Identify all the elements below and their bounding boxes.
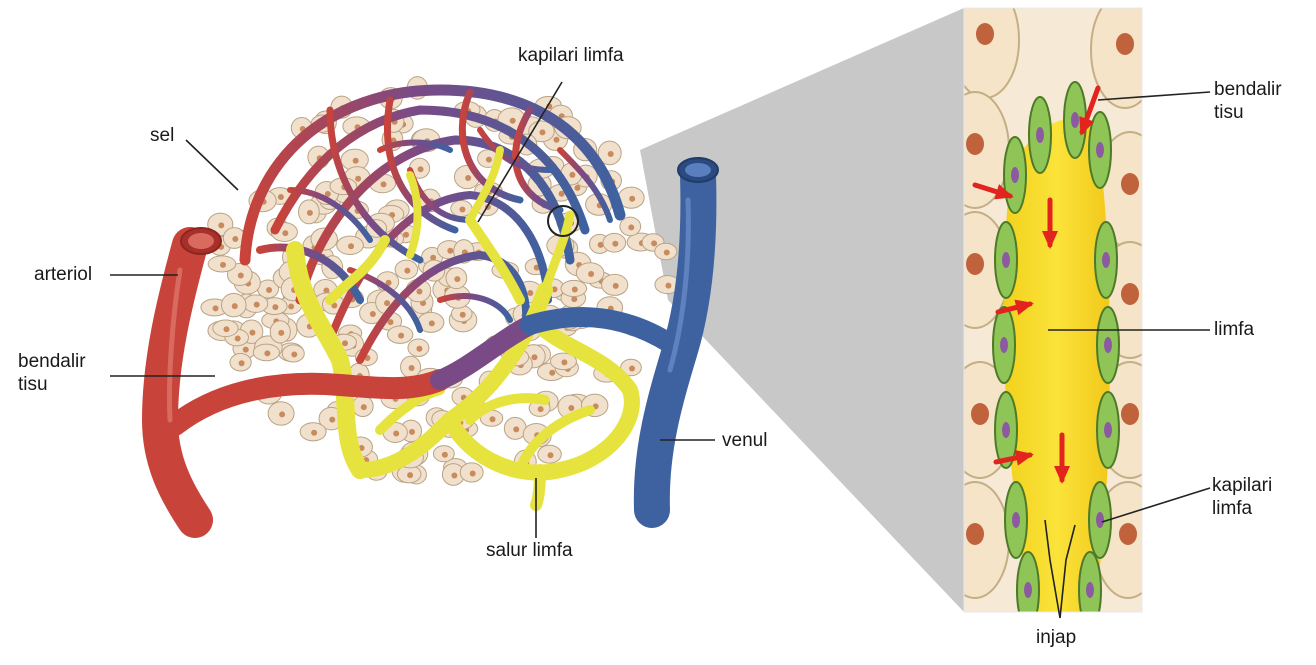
tissue-cell: [401, 356, 421, 377]
zoom-panel: [941, 0, 1164, 628]
tissue-cell: [460, 463, 483, 482]
tissue-cell: [230, 354, 251, 371]
tissue-cell: [561, 280, 587, 296]
tissue-cell: [620, 217, 641, 236]
tissue-cell: [352, 396, 373, 417]
tissue-cell: [602, 274, 628, 295]
endothelial-cell: [1095, 222, 1117, 298]
tissue-cell: [655, 243, 677, 259]
tissue-cell: [213, 320, 238, 337]
tissue-cell: [282, 345, 304, 362]
label-injap: injap: [1036, 626, 1076, 649]
tissue-cell: [538, 445, 562, 463]
tissue-cell: [337, 236, 364, 254]
tissue-cell: [244, 295, 268, 312]
tissue-cell: [270, 321, 290, 343]
endothelial-cell: [1029, 97, 1051, 173]
label-limfa: limfa: [1214, 318, 1254, 341]
tissue-cell: [433, 446, 454, 462]
tissue-cell: [299, 200, 320, 224]
endothelial-cell: [993, 307, 1015, 383]
label-bendalir-tisu-left: bendalir tisu: [18, 350, 86, 396]
tissue-cell: [408, 339, 429, 356]
tissue-cell: [253, 344, 279, 361]
endothelial-cell: [1097, 392, 1119, 468]
endothelial-cell: [1004, 137, 1026, 213]
label-kapilari-right-line2: limfa: [1212, 497, 1272, 520]
endothelial-cell: [1005, 482, 1027, 558]
tissue-cell: [221, 293, 246, 316]
tissue-cell: [446, 268, 467, 289]
tissue-cell: [208, 256, 236, 272]
endothelial-cell: [1079, 552, 1101, 628]
label-kapilari-limfa-right: kapilari limfa: [1212, 474, 1272, 520]
label-bendalir-tisu-right: bendalir tisu: [1214, 78, 1282, 124]
endothelial-cell: [1097, 307, 1119, 383]
tissue-cell: [603, 233, 626, 252]
tissue-cell: [300, 423, 326, 441]
endothelial-cell: [995, 222, 1017, 298]
tissue-cell: [395, 260, 418, 279]
tissue-cell: [387, 326, 412, 343]
tissue-cell: [268, 402, 294, 425]
label-kapilari-limfa: kapilari limfa: [518, 44, 624, 67]
label-bendalir-right-line1: bendalir: [1214, 78, 1282, 101]
tissue-cell: [576, 263, 604, 284]
label-venul: venul: [722, 429, 767, 452]
label-salur-limfa: salur limfa: [486, 539, 573, 562]
endothelial-cell: [1017, 552, 1039, 628]
label-bendalir-left-line2: tisu: [18, 373, 86, 396]
label-sel: sel: [150, 124, 174, 147]
zoom-tissue-cell: [1091, 0, 1159, 108]
label-bendalir-right-line2: tisu: [1214, 101, 1282, 124]
label-arteriol: arteriol: [34, 263, 92, 286]
label-bendalir-left-line1: bendalir: [18, 350, 86, 373]
label-kapilari-right-line1: kapilari: [1212, 474, 1272, 497]
